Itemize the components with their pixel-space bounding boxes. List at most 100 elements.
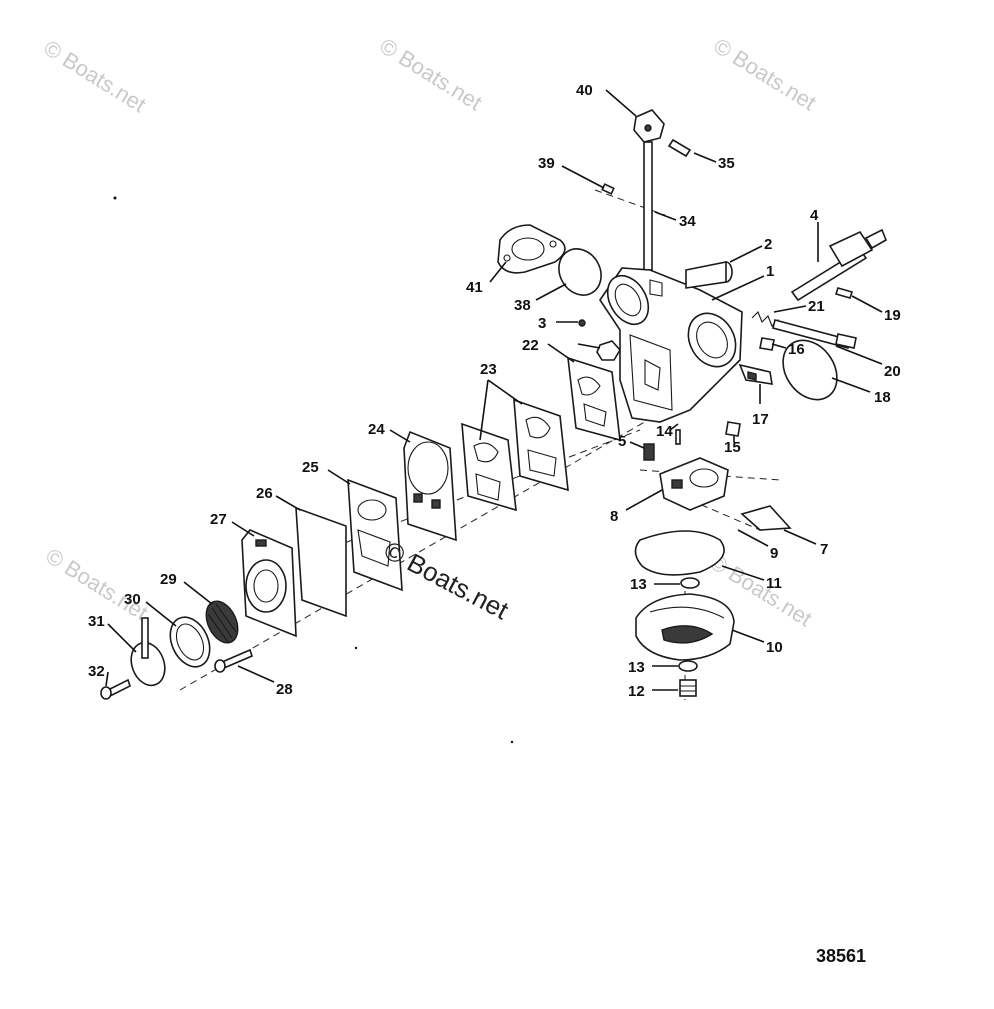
check-ball-part xyxy=(578,319,586,327)
callout-13-lower[interactable]: 13 xyxy=(628,659,678,676)
callout-34[interactable]: 40 xyxy=(576,82,637,117)
inlet-cover-part xyxy=(130,617,166,687)
callout-label-12: 12 xyxy=(628,683,645,700)
watermark-top-left: © Boats.net xyxy=(39,35,150,117)
callout-label-14: 14 xyxy=(656,423,673,440)
watermark-top-center: © Boats.net xyxy=(375,33,486,115)
callout-24[interactable]: 24 xyxy=(368,421,411,443)
callout-23[interactable]: 23 xyxy=(479,361,523,441)
callout-11[interactable]: 11 xyxy=(721,565,782,592)
inlet-needle-part xyxy=(675,429,681,445)
inlet-screw-part xyxy=(100,678,131,700)
callout-33[interactable]: 34 xyxy=(654,211,696,230)
callout-32[interactable]: 32 xyxy=(88,663,109,687)
high-speed-needle-part xyxy=(772,319,857,349)
lever-screw-part xyxy=(667,138,692,158)
pump-cover-part xyxy=(241,529,297,638)
callout-label-26: 26 xyxy=(256,485,273,502)
callout-2[interactable]: 2 xyxy=(729,236,772,263)
callout-label-39: 39 xyxy=(538,155,555,172)
callout-35[interactable]: 35 xyxy=(693,152,735,172)
throttle-shaft-part xyxy=(643,141,653,271)
callout-label-35: 35 xyxy=(718,155,735,172)
callout-label-30: 30 xyxy=(124,591,141,608)
callout-label-11: 11 xyxy=(766,575,782,592)
callout-label-5: 5 xyxy=(618,433,626,450)
callout-38[interactable]: 38 xyxy=(514,283,567,314)
callout-25[interactable]: 25 xyxy=(302,459,351,485)
callout-13-upper[interactable]: 13 xyxy=(630,576,680,593)
pump-body-part xyxy=(659,457,729,511)
callout-label-27: 27 xyxy=(210,511,227,528)
callout-16[interactable]: 16 xyxy=(771,341,805,358)
callout-10[interactable]: 10 xyxy=(731,629,783,656)
throttle-lever-part xyxy=(633,109,665,143)
metering-gasket-part xyxy=(567,356,621,442)
callout-15[interactable]: 15 xyxy=(724,436,741,456)
callout-17[interactable]: 17 xyxy=(752,384,769,428)
speck-dot xyxy=(510,740,514,744)
callout-18[interactable]: 18 xyxy=(831,377,891,406)
callout-label-3: 3 xyxy=(538,315,546,332)
callout-27[interactable]: 27 xyxy=(210,511,255,537)
callout-29[interactable]: 29 xyxy=(160,571,213,605)
screen-gasket-part xyxy=(169,616,211,668)
callout-21[interactable]: 21 xyxy=(773,298,825,315)
washer-upper-part xyxy=(680,577,700,589)
pump-gasket-part xyxy=(347,478,403,592)
float-lever-part xyxy=(740,505,792,531)
disc-gasket-part xyxy=(558,248,602,296)
callout-label-15: 15 xyxy=(724,439,741,456)
callout-40[interactable]: 41 xyxy=(466,261,507,296)
callout-8[interactable]: 8 xyxy=(610,489,663,525)
callout-4[interactable]: 4 xyxy=(810,207,819,262)
callout-label-33: 34 xyxy=(679,213,696,230)
cover-gasket-part xyxy=(295,506,347,618)
carburetor-body-part xyxy=(599,267,743,423)
speck-dot xyxy=(354,646,358,650)
plug-part xyxy=(685,261,733,289)
fuel-screen-part xyxy=(205,600,239,644)
callout-22[interactable]: 22 xyxy=(522,337,575,363)
washer-lower-part xyxy=(678,660,698,672)
callout-label-13-upper: 13 xyxy=(630,576,647,593)
fuel-bowl-part xyxy=(635,593,735,661)
callout-5[interactable]: 5 xyxy=(618,433,645,450)
mounting-gasket-part xyxy=(497,224,566,274)
needle-valve-part xyxy=(790,228,888,302)
callout-label-38: 38 xyxy=(514,297,531,314)
callout-28[interactable]: 28 xyxy=(237,665,293,698)
callout-39[interactable]: 39 xyxy=(538,155,605,189)
diaphragm-gasket-part xyxy=(461,398,569,512)
cover-disc-part xyxy=(782,339,838,401)
callout-41[interactable] xyxy=(577,343,601,349)
watermark-top-right: © Boats.net xyxy=(709,33,820,115)
callout-1[interactable]: 1 xyxy=(711,263,774,301)
callout-31[interactable]: 31 xyxy=(88,613,137,653)
callout-label-23: 23 xyxy=(480,361,497,378)
callout-label-2: 2 xyxy=(764,236,772,253)
bowl-gasket-part xyxy=(634,530,725,576)
callout-3[interactable]: 3 xyxy=(538,315,578,332)
callout-19[interactable]: 19 xyxy=(851,295,901,324)
callout-14[interactable]: 14 xyxy=(656,423,679,440)
callout-20[interactable]: 20 xyxy=(835,345,901,380)
speck-dot xyxy=(113,196,117,200)
parts-group xyxy=(100,109,888,700)
callout-label-22: 22 xyxy=(522,337,539,354)
callout-label-28: 28 xyxy=(276,681,293,698)
callout-26[interactable]: 26 xyxy=(256,485,301,511)
callout-label-24: 24 xyxy=(368,421,385,438)
callout-label-8: 8 xyxy=(610,508,618,525)
callout-label-13-lower: 13 xyxy=(628,659,645,676)
callout-7[interactable]: 7 xyxy=(783,529,828,558)
callout-30[interactable]: 30 xyxy=(124,591,177,627)
callout-12[interactable]: 12 xyxy=(628,683,678,700)
callout-9[interactable]: 9 xyxy=(737,529,778,562)
callout-label-25: 25 xyxy=(302,459,319,476)
body-screw-part xyxy=(725,421,741,437)
callout-label-21: 21 xyxy=(808,298,825,315)
callout-label-29: 29 xyxy=(160,571,177,588)
callout-label-16: 16 xyxy=(788,341,805,358)
callout-label-4: 4 xyxy=(810,207,819,224)
